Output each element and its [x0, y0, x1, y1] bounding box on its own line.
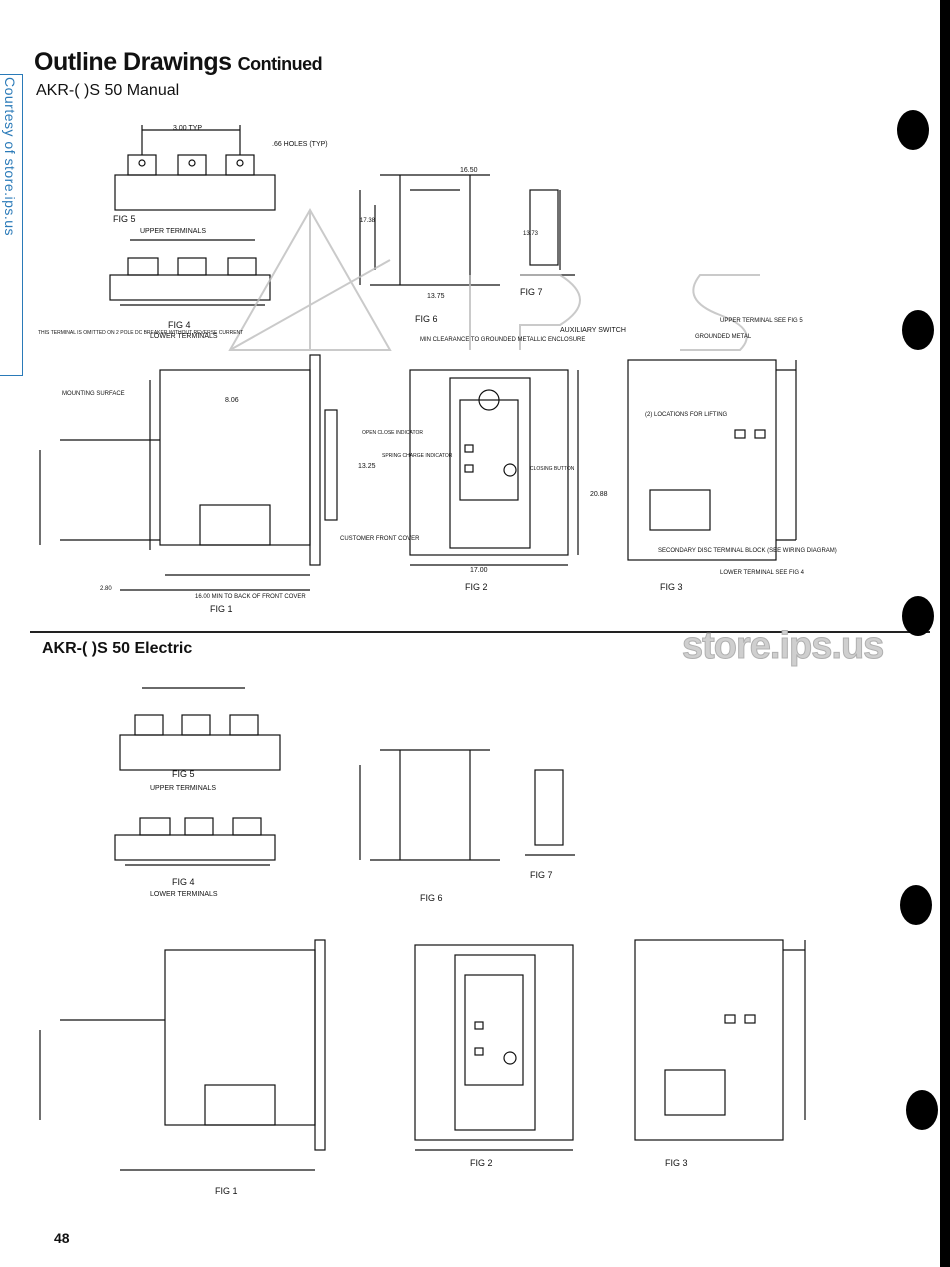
fig3-label-electric: FIG 3 — [665, 1158, 688, 1168]
section-title-electric: AKR-( )S 50 Electric — [42, 640, 193, 657]
fig1-side-view-drawing-electric — [39, 939, 326, 1171]
section-divider — [30, 631, 930, 633]
dim-1738: 17.38 — [360, 218, 376, 224]
fig2-label-electric: FIG 2 — [470, 1158, 493, 1168]
fig4-sub: LOWER TERMINALS — [150, 333, 218, 340]
fig5-upper-terminals-drawing — [114, 125, 276, 211]
note-closing: CLOSING BUTTON — [530, 466, 575, 472]
fig7-label-electric: FIG 7 — [530, 870, 553, 880]
dim-1373: 13.73 — [523, 231, 539, 237]
fig3-rear-view-drawing-electric — [634, 939, 806, 1141]
fig4-sub-electric: LOWER TERMINALS — [150, 891, 218, 898]
dim-300: 3.00 TYP — [173, 125, 202, 132]
fig5-label: FIG 5 — [113, 214, 136, 224]
punch-hole — [900, 885, 932, 925]
side-tab: Courtesy of store.ips.us — [0, 74, 23, 376]
store-watermark: store.ips.us — [681, 625, 884, 668]
fig4-label-electric: FIG 4 — [172, 877, 195, 887]
fig7-front-cover-drawing-electric — [525, 769, 575, 856]
punch-hole — [897, 110, 929, 150]
fig5-sub: UPPER TERMINALS — [140, 228, 206, 235]
note-min-clearance: MIN CLEARANCE TO GROUNDED METALLIC ENCLO… — [420, 337, 585, 343]
page-title-suffix: Continued — [237, 54, 323, 74]
punch-hole — [902, 310, 934, 350]
note-aux-switch: AUXILIARY SWITCH — [560, 327, 626, 334]
fig3-label: FIG 3 — [660, 582, 683, 592]
dim-1600: 16.00 MIN TO BACK OF FRONT COVER — [195, 594, 306, 600]
fig2-front-view-drawing-electric — [414, 944, 574, 1151]
note-lower-terminal: LOWER TERMINAL SEE FIG 4 — [720, 570, 805, 576]
note-this-terminal: THIS TERMINAL IS OMITTED ON 2 POLE DC BR… — [38, 330, 243, 336]
fig7-label: FIG 7 — [520, 287, 543, 297]
punch-hole — [906, 1090, 938, 1130]
fig1-label: FIG 1 — [210, 604, 233, 614]
fig6-cutout-drawing-electric — [359, 749, 500, 861]
ips-watermark-logo — [228, 207, 760, 351]
fig4-label: FIG 4 — [168, 320, 191, 330]
dim-1325: 13.25 — [358, 463, 376, 470]
dim-2088: 20.88 — [590, 491, 608, 498]
fig6-cutout-drawing — [359, 174, 500, 286]
note-spring: SPRING CHARGE INDICATOR — [382, 453, 453, 459]
fig6-label-electric: FIG 6 — [420, 893, 443, 903]
dim-1375: 13.75 — [427, 293, 445, 300]
side-tab-text: Courtesy of store.ips.us — [2, 77, 18, 237]
dim-280: 2.80 — [100, 586, 112, 592]
section-title-manual: AKR-( )S 50 Manual — [36, 82, 180, 99]
fig6-label: FIG 6 — [415, 314, 438, 324]
note-open-close: OPEN CLOSE INDICATOR — [362, 430, 423, 436]
fig5-sub-electric: UPPER TERMINALS — [150, 785, 216, 792]
note-customer-cover: CUSTOMER FRONT COVER — [340, 536, 420, 542]
fig5-label-electric: FIG 5 — [172, 769, 195, 779]
fig2-front-view-drawing — [409, 369, 579, 566]
dim-1700: 17.00 — [470, 567, 488, 574]
fig1-label-electric: FIG 1 — [215, 1186, 238, 1196]
note-lifting: (2) LOCATIONS FOR LIFTING — [645, 412, 728, 418]
fig4-lower-terminals-drawing — [109, 239, 271, 306]
fig5-upper-terminals-drawing-electric — [119, 687, 281, 771]
fig2-label: FIG 2 — [465, 582, 488, 592]
note-secondary-disc: SECONDARY DISC TERMINAL BLOCK (SEE WIRIN… — [658, 548, 837, 554]
page-number: 48 — [54, 1230, 70, 1246]
fig1-side-view-drawing — [39, 354, 338, 591]
punch-hole — [902, 596, 934, 636]
note-mounting-surface: MOUNTING SURFACE — [62, 391, 125, 397]
note-upper-terminal: UPPER TERMINAL SEE FIG 5 — [720, 318, 803, 324]
page-title-text: Outline Drawings — [34, 48, 232, 76]
scan-edge — [940, 0, 950, 1267]
dim-1650: 16.50 — [460, 167, 478, 174]
dim-806: 8.06 — [225, 397, 239, 404]
fig3-rear-view-drawing — [627, 359, 797, 561]
fig4-lower-terminals-drawing-electric — [114, 817, 276, 866]
dim-holes: .66 HOLES (TYP) — [272, 141, 328, 148]
note-grounded-metal: GROUNDED METAL — [695, 334, 752, 340]
